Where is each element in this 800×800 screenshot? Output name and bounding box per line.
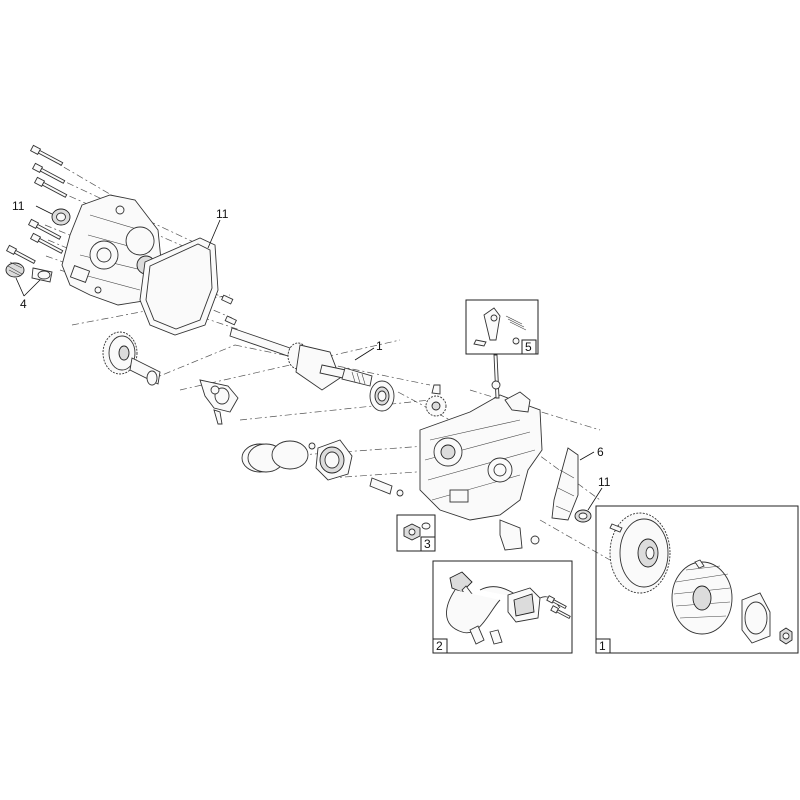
governor-linkage (491, 354, 501, 399)
oil-filler-cap (5, 261, 53, 283)
piston (315, 439, 353, 481)
callout-11-gasket: 11 (216, 207, 229, 221)
flywheel-nut (779, 627, 793, 645)
kit-5-number: 5 (525, 340, 532, 354)
oil-seal-left (51, 208, 71, 226)
main-bearing (369, 380, 395, 412)
crankcase-block (419, 391, 543, 551)
dowel-pins (221, 294, 237, 326)
cover-gasket (139, 237, 219, 336)
governor-gear (425, 384, 447, 417)
piston-rings (241, 440, 309, 473)
kit-5-box: 5 (465, 299, 539, 355)
kit-2-box: 2 (432, 560, 573, 654)
callout-leaders (15, 205, 603, 511)
callout-11-cover-seal: 11 (12, 199, 25, 213)
kit-1-box: 1 (595, 505, 799, 654)
piston-pin (308, 442, 404, 497)
callout-1-crankshaft: 1 (376, 339, 383, 353)
camshaft-gear (102, 331, 161, 386)
flywheel-fan (671, 559, 733, 635)
ignition-coil (507, 587, 541, 623)
starter-cup (741, 592, 771, 644)
kit-1-number: 1 (599, 639, 606, 653)
kit-3-box: 3 (396, 514, 436, 552)
kit-2-number: 2 (436, 639, 443, 653)
callout-labels: 11 11 4 1 6 11 (12, 199, 611, 489)
oil-seal-right (574, 509, 592, 523)
callout-4-oil-cap: 4 (20, 297, 27, 311)
flywheel-ring-gear (609, 512, 671, 594)
callout-6-stator-plate: 6 (597, 445, 604, 459)
crankshaft (229, 327, 373, 391)
coil-bolts (546, 595, 571, 620)
ignition-stator-plate (551, 447, 579, 521)
callout-11-stator-seal: 11 (598, 475, 611, 489)
bolt-set-left (5, 144, 68, 265)
kit-3-number: 3 (424, 537, 431, 551)
connecting-rod (199, 379, 239, 425)
